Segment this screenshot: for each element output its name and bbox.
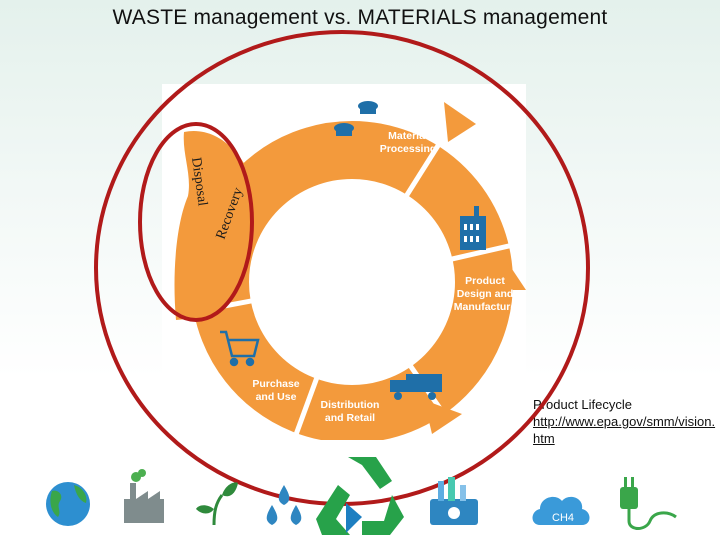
stage-resource-extraction: Resource Extraction — [233, 107, 285, 132]
arrow-head — [444, 102, 476, 142]
lifecycle-ring: Disposal Recovery — [174, 101, 526, 440]
stage-purchase-use: Purchase and Use — [252, 378, 300, 403]
caption-text: Product Lifecycle — [533, 397, 632, 412]
methane-cloud-icon: CH4 — [532, 496, 590, 525]
caption-link[interactable]: http://www.epa.gov/smm/vision.htm — [533, 414, 716, 446]
factory-icon — [124, 469, 164, 523]
power-plug-icon — [620, 477, 677, 530]
caption: Product Lifecycle http://www.epa.gov/smm… — [533, 396, 717, 447]
stage-distribution-retail: Distribution and Retail — [320, 399, 380, 424]
stage-material-processing: Material Processing — [379, 130, 437, 155]
stage-product-design: Product Design and Manufacture — [453, 275, 517, 313]
methane-label: CH4 — [552, 512, 574, 524]
slide-title: WASTE management vs. MATERIALS managemen… — [112, 6, 608, 29]
lifecycle-diagram: Disposal Recovery Resource Extraction Ma… — [162, 84, 526, 440]
plant-icon — [196, 482, 238, 526]
globe-icon — [46, 482, 90, 526]
icon-strip: CH4 — [46, 457, 677, 535]
recycling-bin-icon — [430, 477, 478, 525]
water-drops-icon — [266, 485, 302, 525]
recycle-icon — [316, 457, 404, 535]
